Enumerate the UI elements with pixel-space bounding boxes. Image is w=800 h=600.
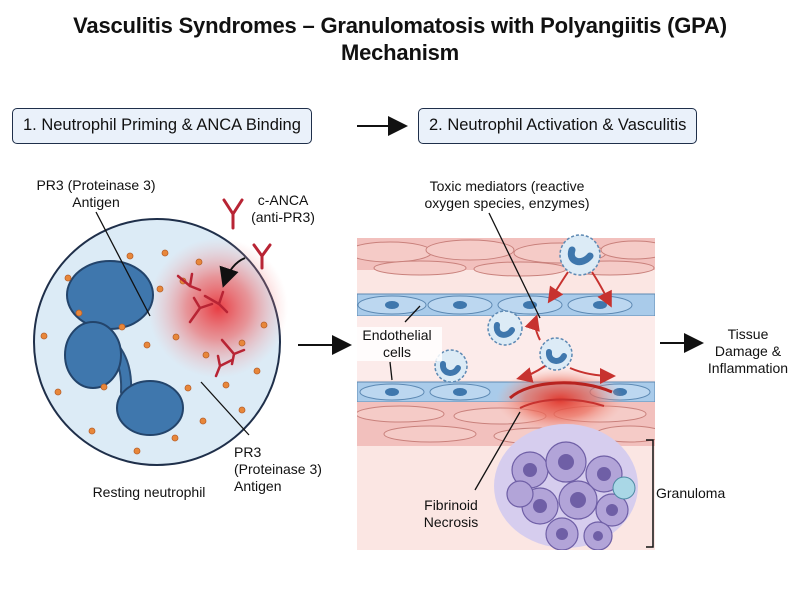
tissue-line-3: Inflammation bbox=[707, 360, 789, 376]
toxic-line-2: oxygen species, enzymes) bbox=[424, 195, 590, 211]
endothelial-cells-label: Endothelial cells bbox=[352, 327, 442, 361]
pr3-antigen-label-top: PR3 (Proteinase 3) Antigen bbox=[16, 177, 176, 211]
pr3-top-line-2: Antigen bbox=[72, 194, 120, 210]
toxic-line-1: Toxic mediators (reactive bbox=[429, 178, 585, 194]
leader-line bbox=[474, 411, 521, 491]
pr3-top-line-1: PR3 (Proteinase 3) bbox=[36, 177, 156, 193]
vessel-panel bbox=[357, 238, 655, 550]
granuloma-label: Granuloma bbox=[656, 485, 726, 501]
fibrinoid-line-1: Fibrinoid bbox=[424, 497, 478, 513]
pr3-antigen-label-bottom: PR3 (Proteinase 3) Antigen bbox=[234, 444, 354, 495]
title-line-2: Mechanism bbox=[340, 40, 460, 65]
mediator-arrows bbox=[516, 271, 616, 384]
leader-line bbox=[488, 212, 541, 319]
canca-line-2: (anti-PR3) bbox=[251, 209, 315, 225]
pr3-bottom-line-2: (Proteinase 3) bbox=[234, 461, 322, 477]
endothelial-line-1: Endothelial bbox=[362, 327, 432, 343]
resting-neutrophil-label: Resting neutrophil bbox=[92, 484, 206, 500]
tissue-line-1: Tissue bbox=[727, 326, 769, 342]
step-2-label: 2. Neutrophil Activation & Vasculitis bbox=[429, 116, 687, 134]
granuloma-bracket bbox=[646, 439, 654, 548]
toxic-mediators-label: Toxic mediators (reactive oxygen species… bbox=[402, 178, 612, 212]
endothelial-line-2: cells bbox=[382, 344, 411, 360]
tissue-line-2: Damage & bbox=[714, 343, 782, 359]
tissue-damage-label: Tissue Damage & Inflammation bbox=[696, 326, 800, 377]
leader-line bbox=[200, 381, 250, 436]
activated-neutrophils bbox=[434, 234, 601, 383]
page-title: Vasculitis Syndromes – Granulomatosis wi… bbox=[0, 12, 800, 66]
fibrinoid-necrosis-label: Fibrinoid Necrosis bbox=[406, 497, 496, 531]
fibrinoid-line-2: Necrosis bbox=[423, 514, 479, 530]
pr3-bottom-line-1: PR3 bbox=[234, 444, 262, 460]
bound-antibodies bbox=[176, 272, 246, 378]
step-1-box: 1. Neutrophil Priming & ANCA Binding bbox=[12, 108, 312, 144]
canca-label: c-ANCA (anti-PR3) bbox=[238, 192, 328, 226]
antibody-icon bbox=[222, 198, 272, 270]
granuloma-icon bbox=[494, 424, 638, 550]
step-1-label: 1. Neutrophil Priming & ANCA Binding bbox=[23, 116, 301, 134]
binding-arrow bbox=[219, 257, 246, 288]
leader-line bbox=[95, 211, 151, 317]
leader-line bbox=[389, 361, 393, 381]
leader-line bbox=[404, 305, 421, 323]
pr3-bottom-line-3: Antigen bbox=[234, 478, 282, 494]
canca-line-1: c-ANCA bbox=[257, 192, 309, 208]
title-line-1: Vasculitis Syndromes – Granulomatosis wi… bbox=[73, 13, 727, 38]
granules bbox=[40, 249, 268, 455]
neutrophil-cell-icon bbox=[33, 218, 288, 466]
step-2-box: 2. Neutrophil Activation & Vasculitis bbox=[418, 108, 698, 144]
